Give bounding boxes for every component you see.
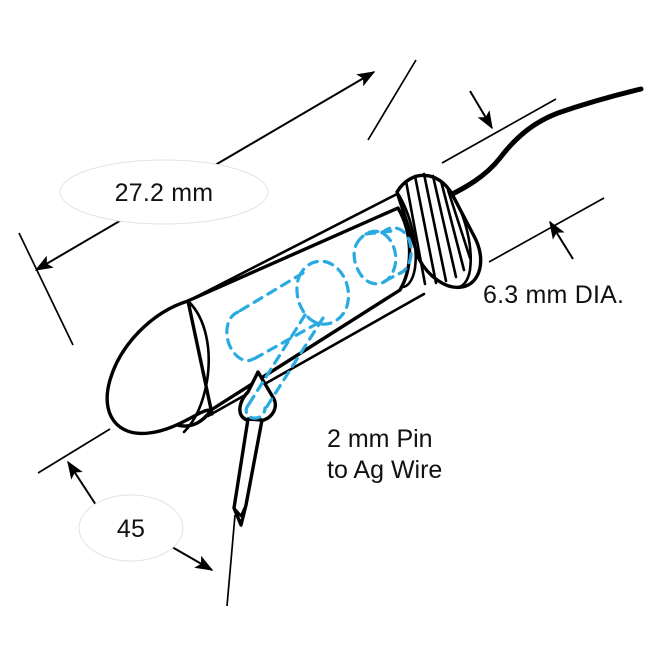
dome-seam-arc bbox=[182, 299, 210, 434]
extension-line-right bbox=[367, 59, 417, 141]
label-tip-angle: 45 bbox=[78, 494, 184, 562]
collar-knurl-lines bbox=[404, 172, 472, 286]
pin-shaft bbox=[232, 417, 264, 527]
collar-right-face bbox=[450, 192, 472, 289]
label-overall-length: 27.2 mm bbox=[59, 159, 269, 225]
hidden-cylinder-top-edge bbox=[364, 229, 394, 236]
dimension-value-overall-length: 27.2 mm bbox=[115, 179, 214, 207]
dimension-body-diameter bbox=[441, 90, 605, 263]
hidden-internal-sensor-element bbox=[225, 226, 413, 420]
dimension-arrow-diameter-bottom bbox=[549, 220, 574, 260]
label-mask-tip-angle bbox=[78, 494, 184, 562]
hidden-tube-top-edge bbox=[236, 271, 305, 314]
dimension-arrow-diameter-top bbox=[469, 90, 493, 130]
pin-tip-facet bbox=[232, 503, 248, 518]
dimension-arrow-tip-upper bbox=[67, 460, 97, 506]
note-pin-line-1: 2 mm Pin bbox=[327, 425, 433, 453]
hidden-tube-bottom-edge bbox=[250, 321, 320, 362]
label-mask-overall-length bbox=[59, 159, 269, 225]
body-top-edge bbox=[186, 191, 401, 303]
note-pin-to-ag-wire: 2 mm Pin to Ag Wire bbox=[327, 425, 442, 484]
hidden-tube-end-cap bbox=[225, 310, 255, 363]
extension-line-left bbox=[18, 232, 74, 346]
extension-line-diameter-top bbox=[441, 98, 557, 164]
lead-wire-cable bbox=[437, 86, 644, 203]
dimension-value-body-diameter: 6.3 mm DIA. bbox=[483, 281, 624, 309]
hidden-wire-right bbox=[264, 316, 325, 410]
dimension-value-tip-angle: 45 bbox=[117, 515, 145, 543]
hidden-wire-termination bbox=[244, 402, 267, 420]
extension-line-diameter-bottom bbox=[488, 197, 605, 263]
extension-line-tip-lower bbox=[226, 514, 236, 607]
hidden-inner-cylinder-right-face bbox=[380, 226, 413, 275]
hidden-junction-bulb bbox=[295, 259, 351, 326]
note-pin-line-2: to Ag Wire bbox=[327, 456, 442, 484]
extension-line-tip-upper bbox=[37, 428, 111, 474]
hidden-wire-left bbox=[247, 313, 307, 406]
hidden-cylinder-bottom-edge bbox=[383, 269, 406, 283]
collar-left-seam bbox=[395, 190, 417, 289]
